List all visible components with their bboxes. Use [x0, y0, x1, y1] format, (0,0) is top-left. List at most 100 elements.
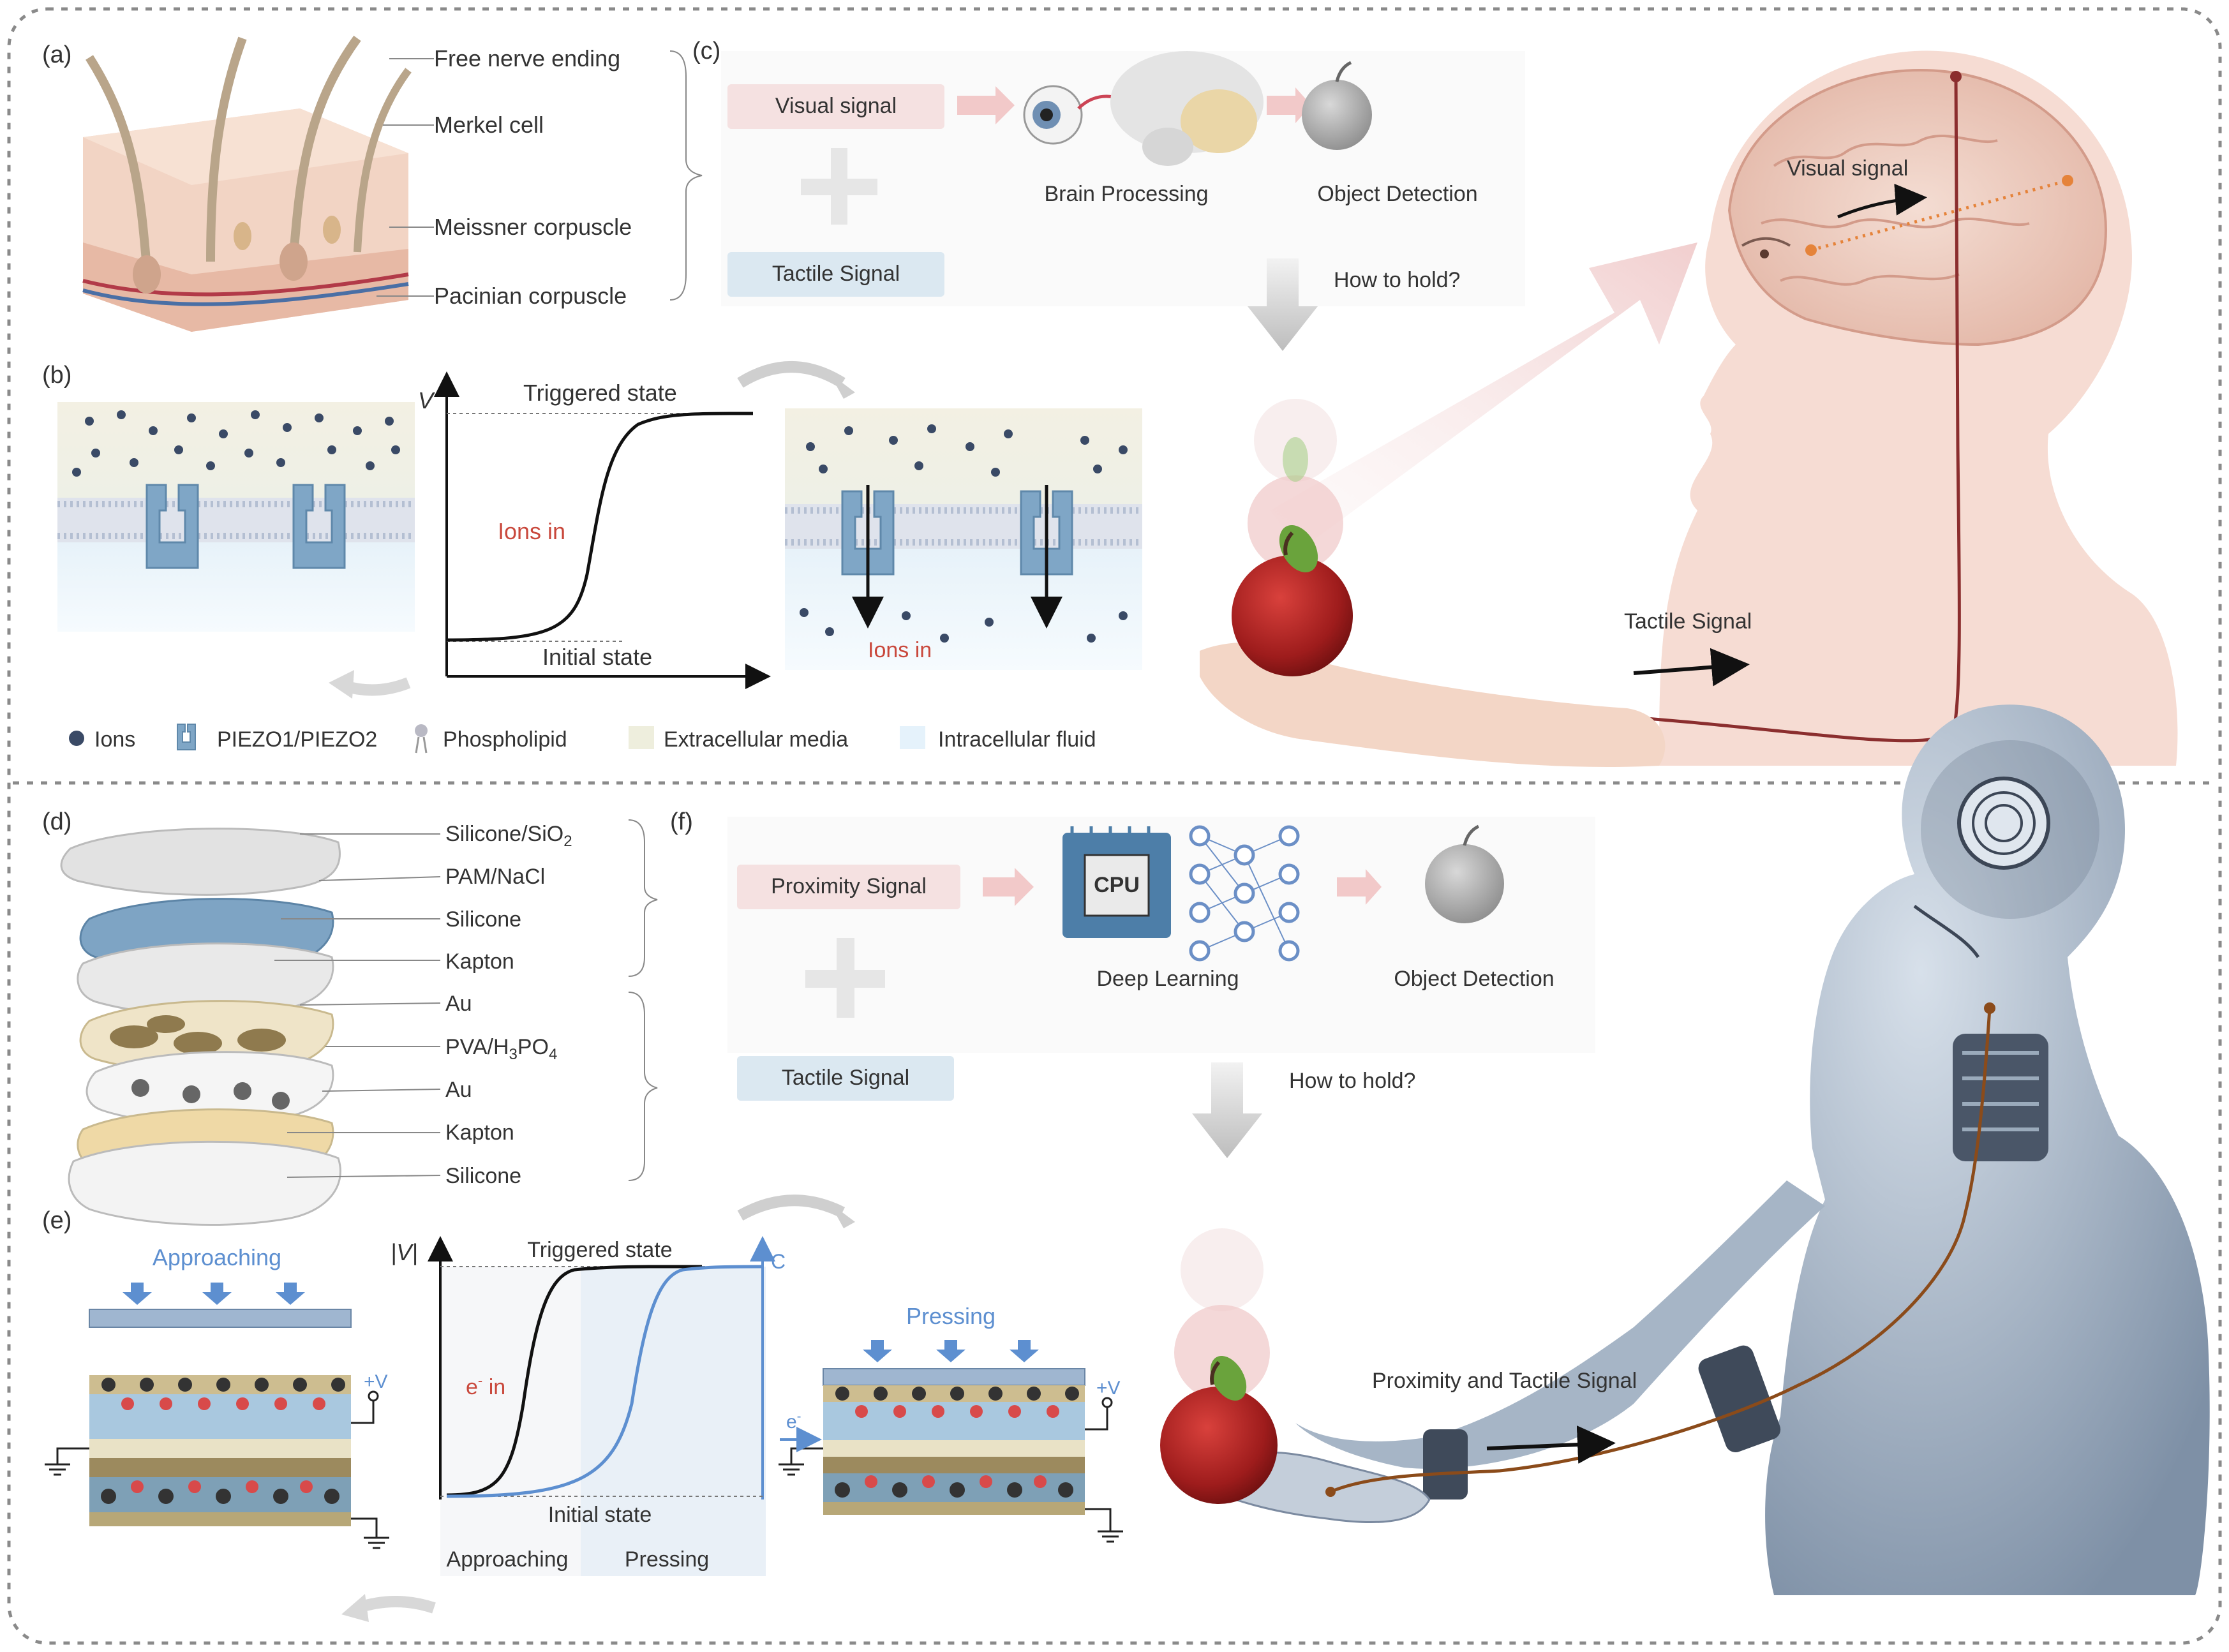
- how-to-hold-arrow-f: [1192, 1062, 1262, 1158]
- sigmoid-curve: [446, 412, 754, 642]
- triggered-state-label-e: Triggered state: [527, 1238, 672, 1262]
- arm-proximity-tactile-label: Proximity and Tactile Signal: [1372, 1369, 1637, 1393]
- tactile-signal-text-f: Tactile Signal: [782, 1066, 909, 1090]
- layer-au-2: Au: [445, 1078, 472, 1102]
- initial-state-label: Initial state: [542, 644, 652, 670]
- arrow-to-object: [1267, 87, 1311, 123]
- proximity-signal-text: Proximity Signal: [771, 874, 927, 898]
- robot-hand-apple: [1160, 1228, 1278, 1504]
- legend-ions: Ions: [94, 727, 135, 752]
- panel-b-legend: Ions PIEZO1/PIEZO2 Phospholipid Extracel…: [69, 724, 1096, 754]
- human-head-illustration: Visual signal: [1346, 50, 2178, 766]
- ion-response-plot: V Triggered state Initial state Ions in: [418, 371, 771, 689]
- device-stack-left: [89, 1375, 351, 1526]
- cpu-label: CPU: [1094, 873, 1140, 897]
- legend-extracellular: Extracellular media: [664, 727, 848, 752]
- axis-abs-v: |V|: [391, 1239, 418, 1265]
- approach-press-plot: |V| C Triggered state Initial state e- i…: [391, 1236, 786, 1576]
- axis-v: V: [418, 387, 435, 413]
- panel-a-label: (a): [42, 41, 71, 68]
- plus-v-right: +V: [1096, 1378, 1121, 1399]
- callout-merkel-cell: Merkel cell: [434, 112, 544, 138]
- robot-nerve-path: [1330, 1008, 1992, 1494]
- neural-network-icon: [1189, 825, 1300, 962]
- layer-pam-nacl: PAM/NaCl: [445, 865, 545, 889]
- legend-intracellular: Intracellular fluid: [938, 727, 1096, 752]
- callout-meissner-corpuscle: Meissner corpuscle: [434, 214, 632, 240]
- capacitance-curve: [446, 1265, 763, 1498]
- arm-signal-arrow: [1486, 1425, 1616, 1464]
- membrane-resting: [57, 402, 415, 632]
- arrow-to-cpu: [983, 868, 1034, 906]
- curved-arrow-forward: [737, 361, 846, 388]
- legend-piezo-icon: [177, 724, 196, 750]
- grey-apple-icon: [1302, 61, 1372, 150]
- visual-signal-text: Visual signal: [775, 94, 897, 118]
- visual-pathway-end: [2062, 175, 2073, 186]
- plus-sign-f: [805, 938, 885, 1018]
- layer-kapton-1: Kapton: [445, 949, 514, 974]
- panel-d: (d): [42, 808, 658, 1226]
- visual-arrow: [1837, 183, 1927, 219]
- proximity-signal-box: [737, 865, 960, 909]
- curved-arrow-back-e: [355, 1596, 436, 1614]
- callout-free-nerve-ending: Free nerve ending: [434, 45, 620, 71]
- panel-d-label: (d): [42, 808, 71, 835]
- e-in-label: e- in: [466, 1373, 505, 1399]
- legend-piezo: PIEZO1/PIEZO2: [217, 727, 377, 752]
- pressing-top-label: Pressing: [906, 1303, 995, 1329]
- approaching-arrows: [123, 1283, 305, 1305]
- red-apple-f: [1160, 1387, 1278, 1504]
- tactile-signal-box-f: [737, 1056, 954, 1101]
- panel-c: (c) Visual signal Tactile Signal Brain P…: [692, 38, 2178, 767]
- hand-with-apple: [1200, 399, 1666, 767]
- ions-in-curve-label: Ions in: [498, 518, 565, 544]
- legend-ion-icon: [69, 731, 84, 746]
- ions-in-after-label: Ions in: [868, 638, 932, 662]
- arm-tactile-signal-label: Tactile Signal: [1624, 609, 1752, 634]
- piezo-channel-2: [292, 484, 346, 569]
- visual-signal-box: [727, 84, 944, 129]
- layer-pva-h3po4: PVA/H3PO4: [445, 1035, 557, 1063]
- layer-kapton-2: Kapton: [445, 1120, 514, 1145]
- tactile-signal-text: Tactile Signal: [772, 262, 900, 286]
- callout-pacinian-corpuscle: Pacinian corpuscle: [434, 283, 627, 309]
- layer-silicone-2: Silicone: [445, 1164, 521, 1188]
- arrow-to-object-f: [1337, 869, 1382, 905]
- axis-c: C: [771, 1250, 786, 1273]
- panel-c-label: (c): [692, 38, 720, 64]
- panel-a: (a) Free nerve ending Merkel cell Meissn…: [42, 35, 703, 332]
- red-apple: [1232, 555, 1353, 676]
- skin-cross-section-illustration: [82, 35, 412, 332]
- skin-callout-lines: [376, 50, 703, 301]
- piezo-channel-1: [145, 484, 199, 569]
- pink-diagonal-arrow: [1270, 242, 1697, 549]
- panel-e-label: (e): [42, 1207, 71, 1234]
- legend-phospholipid: Phospholipid: [443, 727, 567, 752]
- pressing-arrows: [863, 1340, 1039, 1362]
- membrane-triggered: Ions in: [785, 408, 1142, 670]
- grey-apple-icon-f: [1425, 824, 1504, 923]
- cpu-chip-icon: [1062, 826, 1171, 938]
- brain-processing-label: Brain Processing: [1044, 182, 1208, 206]
- deep-learning-label: Deep Learning: [1096, 967, 1239, 991]
- x-label-approaching: Approaching: [447, 1547, 569, 1572]
- layer-stack-illustration: [60, 828, 341, 1226]
- object-detection-label: Object Detection: [1317, 182, 1477, 206]
- e-minus-label: e-: [786, 1410, 801, 1432]
- layer-callout-lines: [274, 819, 658, 1181]
- object-detection-label-f: Object Detection: [1394, 967, 1554, 991]
- ions-resting: [72, 410, 400, 477]
- circuit-left: [45, 1390, 389, 1549]
- tactile-arm-arrow: [1633, 648, 1750, 687]
- tactile-signal-box: [727, 252, 944, 297]
- legend-extracellular-swatch: [629, 726, 654, 749]
- layer-au-1: Au: [445, 992, 472, 1016]
- x-label-pressing: Pressing: [625, 1547, 709, 1572]
- head-visual-signal-label: Visual signal: [1787, 156, 1908, 181]
- plus-v-left: +V: [364, 1371, 388, 1392]
- approaching-top-label: Approaching: [153, 1244, 281, 1270]
- device-stack-right: [823, 1368, 1085, 1515]
- approaching-object-layer: [89, 1309, 352, 1328]
